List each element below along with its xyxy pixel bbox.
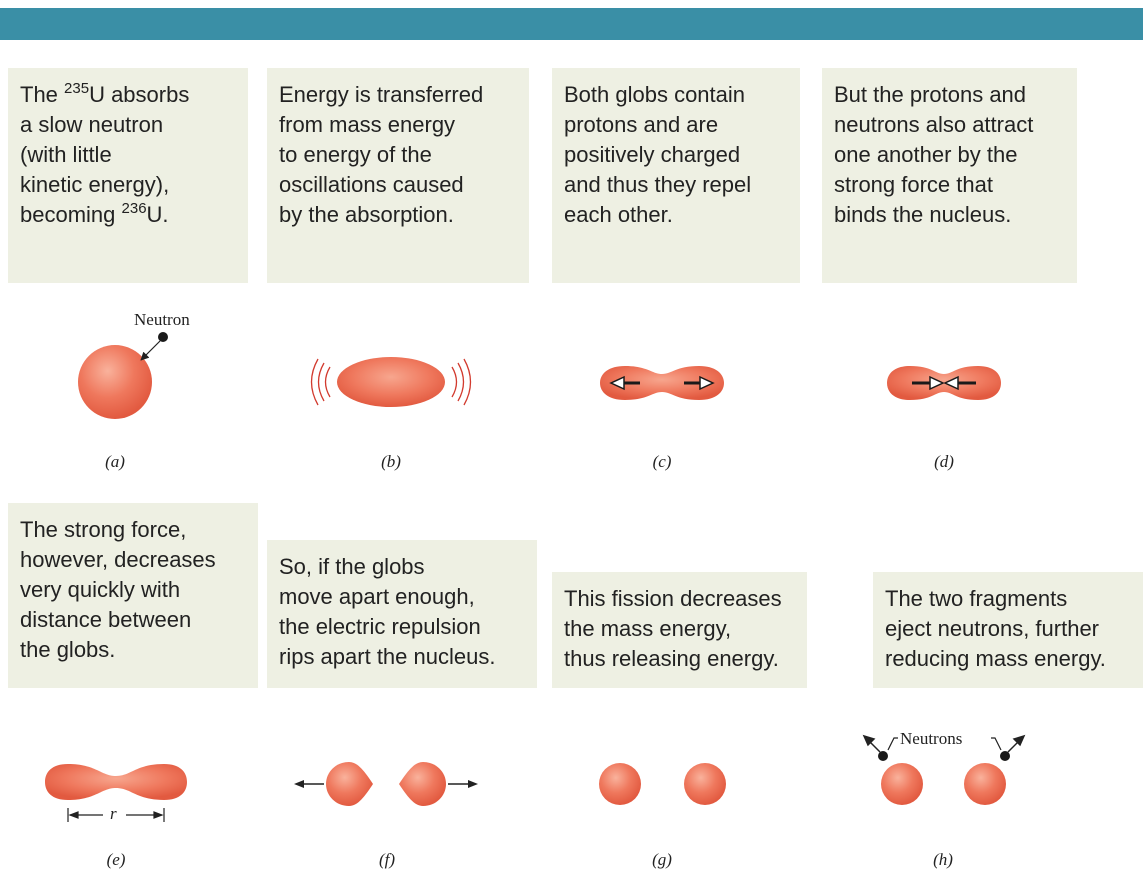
nucleus-ellipsoid-b [337, 357, 445, 407]
panel-c-text: Both globs contain protons and are posit… [552, 68, 800, 283]
panel-d-text: But the protons and neutrons also attrac… [822, 68, 1077, 283]
fragment-right-g [684, 763, 726, 805]
fragment-right-h [964, 763, 1006, 805]
nucleus-peanut-e [45, 764, 187, 800]
panel-h-text: The two fragments eject neutrons, furthe… [873, 572, 1143, 688]
caption-g: (g) [652, 850, 672, 869]
fragment-right-f [399, 762, 446, 806]
ejected-neutron-left [878, 751, 888, 761]
fragment-left-g [599, 763, 641, 805]
panel-g-text: This fission decreases the mass energy, … [552, 572, 807, 688]
caption-a: (a) [105, 452, 125, 471]
header-bar [0, 0, 1143, 40]
oscillation-waves-right [451, 358, 472, 406]
oscillation-waves-left [310, 358, 331, 406]
caption-h: (h) [933, 850, 953, 869]
neutrons-label: Neutrons [900, 729, 963, 748]
ejected-neutron-right [1000, 751, 1010, 761]
neutron-label: Neutron [134, 310, 190, 329]
caption-d: (d) [934, 452, 954, 471]
caption-b: (b) [381, 452, 401, 471]
panel-e-text: The strong force, however, decreases ver… [8, 503, 258, 688]
panel-a-text: The 235U absorbs a slow neutron (with li… [8, 68, 248, 283]
caption-f: (f) [378, 850, 396, 869]
nucleus-sphere-a [78, 345, 152, 419]
neutron-pointer-a [140, 340, 161, 361]
caption-e: (e) [106, 850, 126, 869]
distance-label: r [110, 804, 117, 823]
repulsion-arrows-c [609, 375, 715, 391]
panel-f-text: So, if the globs move apart enough, the … [267, 540, 537, 688]
caption-c: (c) [652, 452, 672, 471]
ejection-arrows-h [862, 734, 1026, 753]
fragment-left-f [326, 762, 373, 806]
distance-marker-r [67, 808, 165, 822]
nucleus-peanut-c [600, 366, 724, 400]
panel-b-text: Energy is transferred from mass energy t… [267, 68, 529, 283]
attraction-arrows-d [912, 375, 976, 391]
neutron-dot-a [158, 332, 168, 342]
neutrons-bracket [887, 737, 1002, 751]
fragment-left-h [881, 763, 923, 805]
